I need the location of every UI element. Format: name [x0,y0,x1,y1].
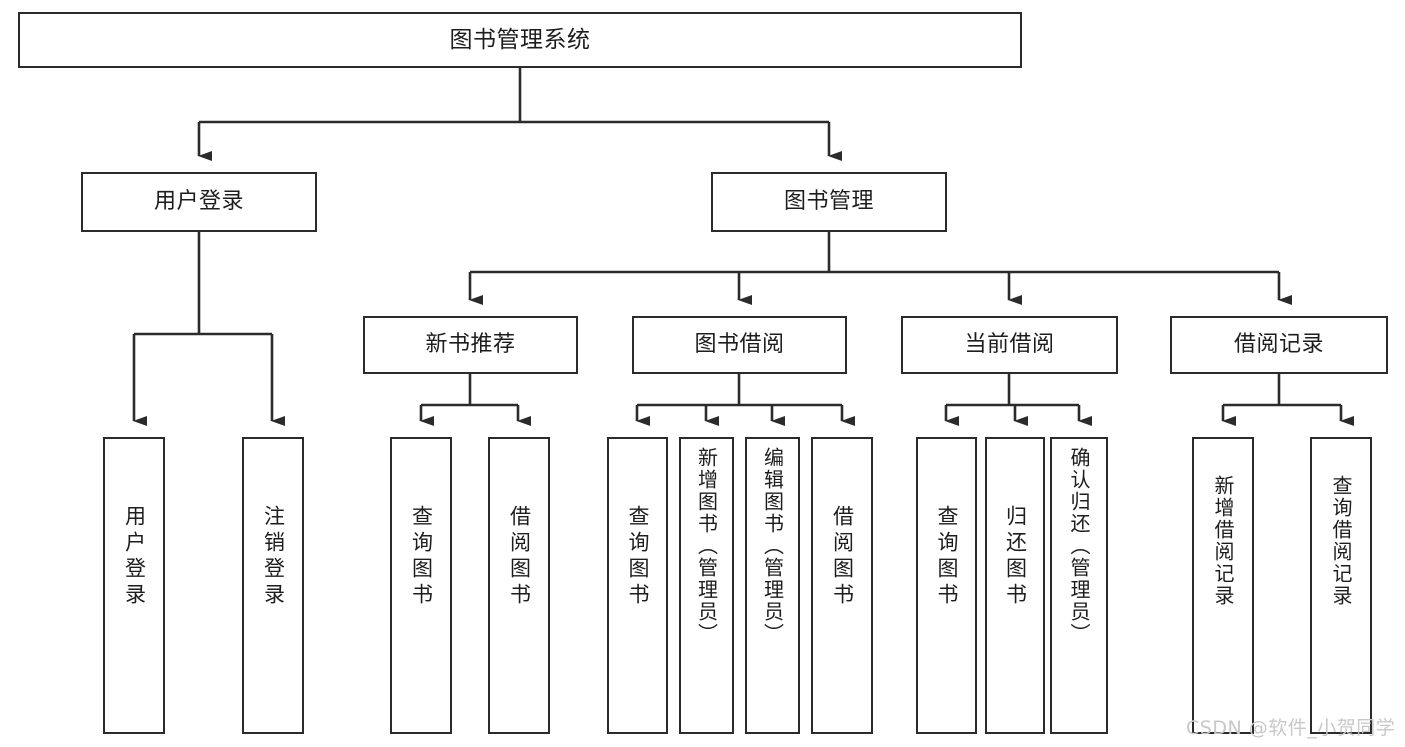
node-label: 新增借阅记录 [1211,475,1235,607]
node-label: 新书推荐 [425,332,516,358]
leaf-search-book-borrow[interactable]: 查询图书 [607,437,668,734]
leaf-add-book-admin[interactable]: 新增图书（管理员） [679,437,734,734]
node-book-management[interactable]: 图书管理 [711,172,947,232]
leaf-borrow-book-recommend[interactable]: 借阅图书 [488,437,550,734]
node-label: 借阅图书 [507,505,532,609]
node-label: 查询借阅记录 [1329,475,1353,607]
node-current-borrow[interactable]: 当前借阅 [901,316,1118,374]
node-new-book-recommend[interactable]: 新书推荐 [363,316,578,374]
node-label: 图书借阅 [694,332,785,358]
node-label: 借阅记录 [1233,332,1324,358]
watermark: CSDN @软件_小贺同学 [1186,717,1396,739]
node-label: 注销登录 [261,505,286,609]
node-label: 查询图书 [626,505,650,609]
node-label: 归还图书 [1003,505,1028,609]
leaf-search-book-recommend[interactable]: 查询图书 [390,437,452,734]
leaf-borrow-book-borrow[interactable]: 借阅图书 [811,437,873,734]
node-label: 借阅图书 [830,505,855,609]
node-borrow-record[interactable]: 借阅记录 [1170,316,1388,374]
leaf-user-logout[interactable]: 注销登录 [242,437,304,734]
node-label: 图书管理系统 [449,26,591,53]
node-label: 编辑图书（管理员） [760,447,785,645]
leaf-search-borrow-record[interactable]: 查询借阅记录 [1310,437,1372,734]
leaf-return-book[interactable]: 归还图书 [985,437,1045,734]
node-label: 用户登录 [122,505,147,609]
node-label: 新增图书（管理员） [694,447,719,645]
node-book-borrow[interactable]: 图书借阅 [632,316,847,374]
leaf-confirm-return-admin[interactable]: 确认归还（管理员） [1050,437,1108,734]
node-label: 当前借阅 [964,332,1055,358]
leaf-user-login[interactable]: 用户登录 [103,437,165,734]
node-label: 查询图书 [935,505,959,609]
node-label: 确认归还（管理员） [1067,447,1091,645]
node-label: 查询图书 [409,505,434,609]
node-label: 用户登录 [153,189,244,215]
leaf-search-book-current[interactable]: 查询图书 [916,437,977,734]
leaf-add-borrow-record[interactable]: 新增借阅记录 [1192,437,1254,734]
leaf-edit-book-admin[interactable]: 编辑图书（管理员） [745,437,800,734]
node-root-book-management-system[interactable]: 图书管理系统 [18,12,1022,68]
node-user-login[interactable]: 用户登录 [81,172,317,232]
node-label: 图书管理 [783,189,874,215]
